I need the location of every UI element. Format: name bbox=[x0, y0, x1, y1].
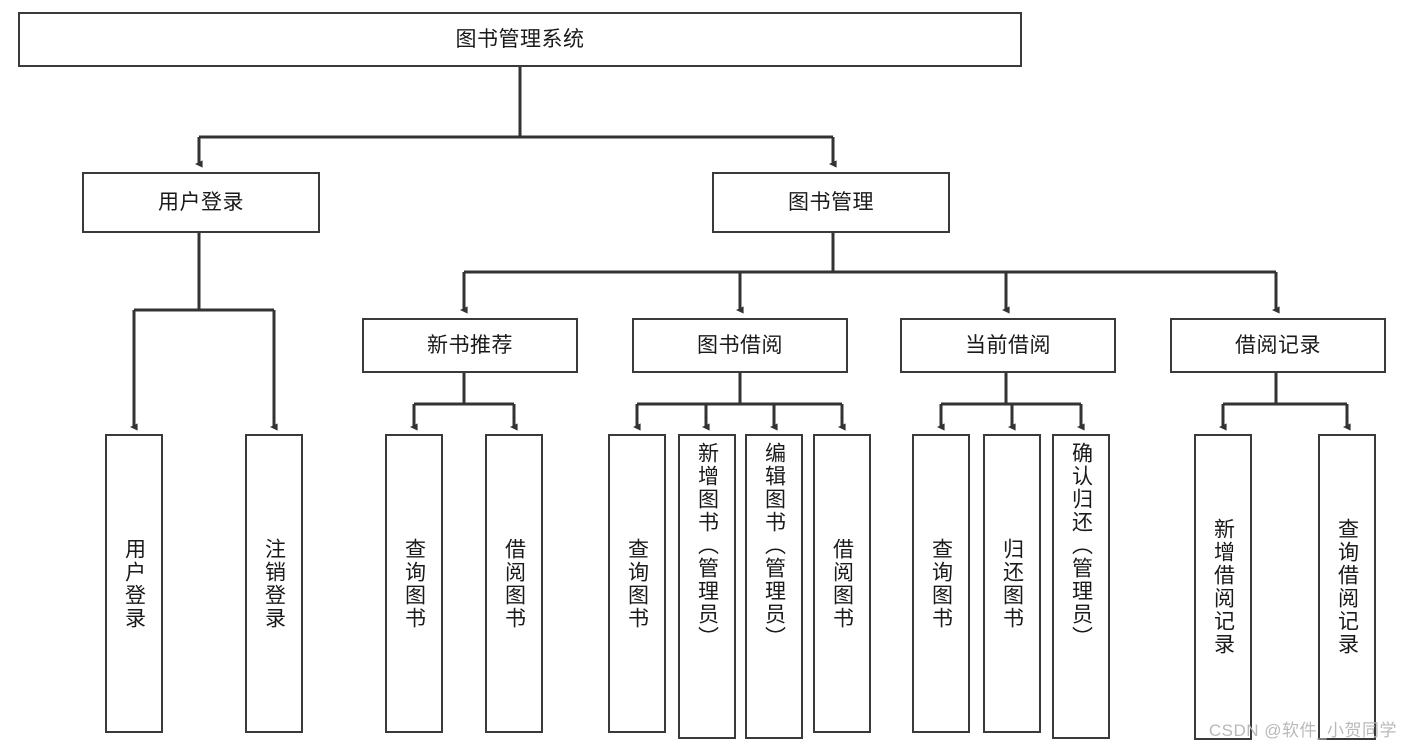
node-book-borrow[interactable]: 图书借阅 bbox=[632, 318, 848, 373]
node-leaf-borrow-book-2[interactable]: 借阅图书 bbox=[813, 434, 871, 733]
node-root-system[interactable]: 图书管理系统 bbox=[18, 12, 1022, 67]
node-leaf-return-book[interactable]: 归还图书 bbox=[983, 434, 1041, 733]
node-leaf-add-book[interactable]: 新增图书（管理员） bbox=[678, 434, 736, 739]
node-user-login-label: 用户登录 bbox=[158, 190, 244, 214]
node-leaf-return-book-label: 归还图书 bbox=[1000, 537, 1024, 630]
node-book-borrow-label: 图书借阅 bbox=[697, 333, 783, 357]
node-leaf-confirm-return-label: 确认归还（管理员） bbox=[1069, 442, 1093, 649]
node-leaf-edit-book-label: 编辑图书（管理员） bbox=[762, 442, 786, 649]
node-leaf-query-book-1-label: 查询图书 bbox=[402, 537, 426, 630]
node-leaf-confirm-return[interactable]: 确认归还（管理员） bbox=[1052, 434, 1110, 739]
node-root-system-label: 图书管理系统 bbox=[455, 27, 585, 51]
csdn-watermark: CSDN @软件_小贺同学 bbox=[1208, 721, 1397, 740]
node-book-manage-label: 图书管理 bbox=[788, 190, 874, 214]
node-leaf-add-book-label: 新增图书（管理员） bbox=[695, 442, 719, 649]
node-leaf-add-record-label: 新增借阅记录 bbox=[1211, 518, 1235, 656]
node-leaf-logout-login[interactable]: 注销登录 bbox=[245, 434, 303, 733]
node-borrow-record-label: 借阅记录 bbox=[1235, 333, 1321, 357]
node-leaf-borrow-book-1-label: 借阅图书 bbox=[502, 537, 526, 630]
node-leaf-add-record[interactable]: 新增借阅记录 bbox=[1194, 434, 1252, 740]
node-leaf-query-book-3-label: 查询图书 bbox=[929, 537, 953, 630]
node-leaf-user-login-label: 用户登录 bbox=[122, 537, 146, 630]
node-leaf-query-book-2-label: 查询图书 bbox=[625, 537, 649, 630]
node-current-borrow[interactable]: 当前借阅 bbox=[900, 318, 1116, 373]
node-leaf-query-record[interactable]: 查询借阅记录 bbox=[1318, 434, 1376, 740]
node-leaf-edit-book[interactable]: 编辑图书（管理员） bbox=[745, 434, 803, 739]
node-leaf-query-book-3[interactable]: 查询图书 bbox=[912, 434, 970, 733]
node-new-book-recommend[interactable]: 新书推荐 bbox=[362, 318, 578, 373]
node-leaf-logout-login-label: 注销登录 bbox=[262, 537, 286, 630]
node-user-login[interactable]: 用户登录 bbox=[82, 172, 320, 233]
node-leaf-query-book-2[interactable]: 查询图书 bbox=[608, 434, 666, 733]
node-book-manage[interactable]: 图书管理 bbox=[712, 172, 950, 233]
node-leaf-query-book-1[interactable]: 查询图书 bbox=[385, 434, 443, 733]
node-current-borrow-label: 当前借阅 bbox=[965, 333, 1051, 357]
node-leaf-user-login[interactable]: 用户登录 bbox=[105, 434, 163, 733]
node-new-book-recommend-label: 新书推荐 bbox=[427, 333, 513, 357]
node-leaf-borrow-book-2-label: 借阅图书 bbox=[830, 537, 854, 630]
node-leaf-query-record-label: 查询借阅记录 bbox=[1335, 518, 1359, 656]
node-borrow-record[interactable]: 借阅记录 bbox=[1170, 318, 1386, 373]
node-leaf-borrow-book-1[interactable]: 借阅图书 bbox=[485, 434, 543, 733]
